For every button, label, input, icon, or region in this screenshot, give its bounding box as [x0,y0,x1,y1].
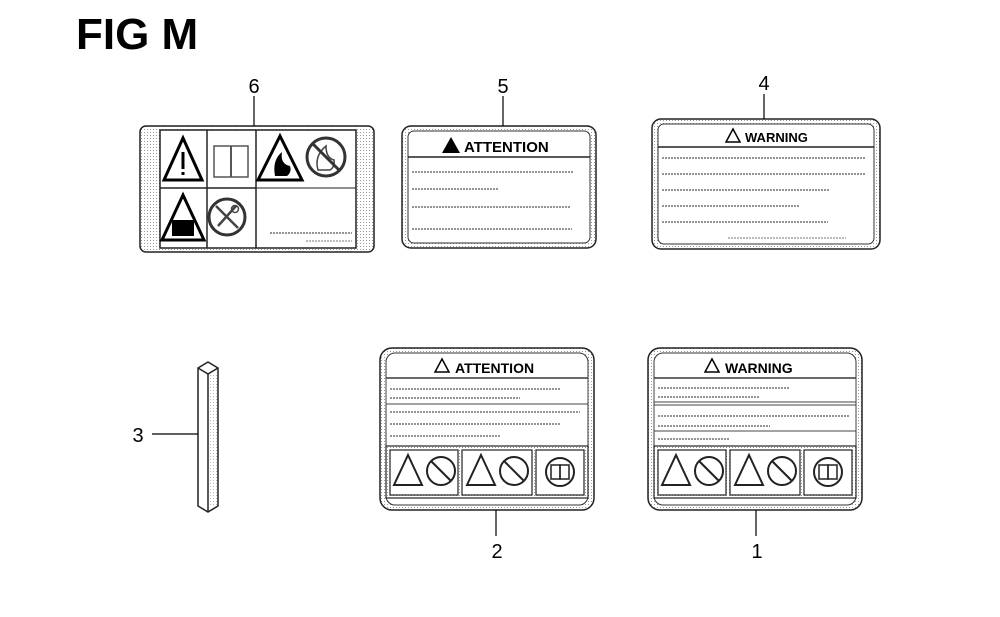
warning-triangle-icon [733,452,765,486]
prohibition-icon [499,456,529,486]
warning-triangle-icon [161,134,205,182]
figure-title: FIG M [76,10,199,59]
header-part-4: WARNING [745,130,808,145]
warning-triangle-icon [465,452,497,486]
header-part-1: WARNING [725,360,793,376]
hot-surface-triangle-icon [255,132,305,182]
prohibition-icon [694,456,724,486]
exhaust-triangle-icon [159,191,207,242]
callout-3: 3 [132,425,143,447]
no-tools-icon [207,197,247,237]
manual-book-icon [813,457,843,487]
no-fire-icon [305,136,347,178]
warning-triangle-icon [660,452,692,486]
header-part-5: ATTENTION [464,139,549,156]
callout-2: 2 [491,541,502,563]
label-part-6 [139,125,375,253]
label-part-2: ATTENTION [379,347,595,511]
callout-5: 5 [497,76,508,98]
header-part-2: ATTENTION [455,360,534,376]
callout-4: 4 [758,73,769,95]
manual-book-icon [213,145,249,178]
label-part-1: WARNING [647,347,863,511]
bar-part-3 [197,361,219,513]
callout-6: 6 [248,76,259,98]
label-part-4: WARNING [651,118,881,250]
callout-1: 1 [751,541,762,563]
prohibition-icon [767,456,797,486]
manual-book-icon [545,457,575,487]
prohibition-icon [426,456,456,486]
label-part-5: ATTENTION [401,125,597,249]
warning-triangle-icon [392,452,424,486]
